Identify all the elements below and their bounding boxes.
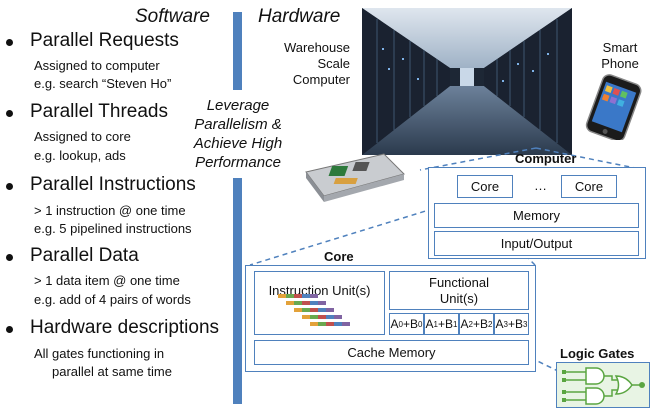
bullet-title: Hardware descriptions bbox=[30, 317, 220, 338]
software-header: Software bbox=[135, 6, 210, 27]
bullet-subline: e.g. lookup, ads bbox=[34, 148, 126, 163]
bullet-subline: > 1 data item @ one time bbox=[34, 273, 180, 288]
bullet-title: Parallel Data bbox=[30, 245, 139, 266]
computer-input-output: Input/Output bbox=[434, 231, 639, 256]
bullet-subline: e.g. 5 pipelined instructions bbox=[34, 221, 192, 236]
computer-title: Computer bbox=[515, 151, 577, 166]
smartphone-image bbox=[585, 74, 642, 140]
computer-core-1: Core bbox=[457, 175, 513, 198]
hardware-header: Hardware bbox=[258, 6, 341, 27]
warehouse-label: Warehouse Scale Computer bbox=[284, 40, 350, 87]
logic-gates-diagram bbox=[556, 362, 650, 408]
cache-memory: Cache Memory bbox=[254, 340, 529, 365]
computer-box: Computer Core … Core Memory Input/Output bbox=[428, 151, 646, 259]
bullet-subline: parallel at same time bbox=[52, 364, 172, 379]
bullet-subline: Assigned to core bbox=[34, 129, 131, 144]
bullet-title: Parallel Threads bbox=[30, 101, 169, 122]
bullet-title: Parallel Requests bbox=[30, 30, 179, 51]
logic-gates-title: Logic Gates bbox=[560, 346, 635, 361]
core-title: Core bbox=[324, 249, 354, 264]
divider-bottom bbox=[233, 178, 242, 404]
leverage-caption: Leverage Parallelism & Achieve High Perf… bbox=[193, 97, 283, 171]
divider-top bbox=[233, 12, 242, 90]
warehouse-image bbox=[362, 8, 572, 155]
computer-core-2: Core bbox=[561, 175, 617, 198]
bullet-title: Parallel Instructions bbox=[30, 174, 196, 195]
bullet-subline: > 1 instruction @ one time bbox=[34, 203, 186, 218]
pipeline-icon bbox=[278, 294, 350, 326]
core-box: Core Instruction Unit(s) Functional Unit… bbox=[245, 249, 536, 372]
smartphone-label: Smart Phone bbox=[601, 40, 639, 71]
computer-memory: Memory bbox=[434, 203, 639, 228]
computer-ellipsis: … bbox=[534, 178, 547, 193]
functional-unit: Functional Unit(s) bbox=[389, 271, 529, 310]
bullet-subline: e.g. add of 4 pairs of words bbox=[34, 292, 191, 307]
bullet-subline: e.g. search “Steven Ho” bbox=[34, 76, 172, 91]
bullet-subline: Assigned to computer bbox=[34, 58, 160, 73]
bullet-subline: All gates functioning in bbox=[34, 346, 165, 361]
server-board-image bbox=[305, 153, 405, 202]
